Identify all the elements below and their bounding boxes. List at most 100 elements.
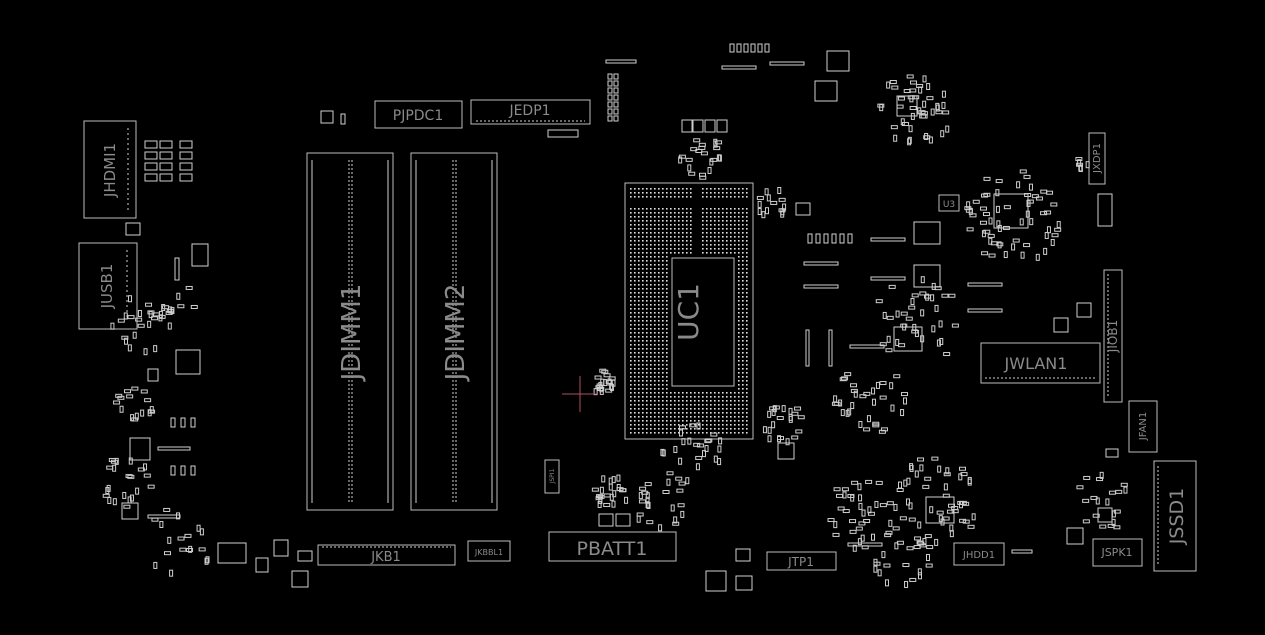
connector-jspi1[interactable]: JSPI1 — [544, 459, 560, 494]
bga-ball — [746, 196, 748, 198]
bga-ball — [666, 244, 668, 246]
connector-jiob1[interactable]: JIOB1 — [1103, 269, 1123, 403]
connector-jkb1[interactable]: JKB1 — [317, 544, 456, 566]
connector-jkbbl1[interactable]: JKBBL1 — [467, 540, 511, 562]
passive — [931, 325, 936, 333]
bga-ball — [730, 252, 732, 254]
passive — [943, 352, 951, 357]
bga-ball — [678, 216, 680, 218]
bga-ball — [674, 228, 676, 230]
bga-ball — [654, 356, 656, 358]
passive — [143, 463, 148, 471]
bga-ball — [646, 232, 648, 234]
passive — [695, 455, 703, 460]
passive — [832, 532, 840, 537]
connector-jtp1[interactable]: JTP1 — [766, 551, 837, 571]
bga-ball — [642, 336, 644, 338]
bga-ball — [634, 424, 636, 426]
bga-ball — [682, 196, 684, 198]
bga-ball — [682, 408, 684, 410]
bga-ball — [650, 404, 652, 406]
passive — [1029, 218, 1034, 226]
connector-jedp1[interactable]: JEDP1 — [470, 99, 591, 125]
bga-ball — [658, 192, 660, 194]
passive — [929, 506, 934, 514]
connector-pjpdc1[interactable]: PJPDC1 — [374, 100, 463, 129]
bga-ball — [682, 248, 684, 250]
bga-ball — [654, 344, 656, 346]
bga-ball — [634, 408, 636, 410]
passive — [638, 499, 646, 504]
connector-jhdmi1[interactable]: JHDMI1 — [83, 120, 137, 219]
connector-jwlan1[interactable]: JWLAN1 — [980, 342, 1101, 384]
bga-ball — [706, 400, 708, 402]
bga-ball — [654, 276, 656, 278]
passive — [122, 491, 127, 499]
passive — [609, 493, 614, 501]
passive — [137, 323, 145, 328]
connector-jspk1[interactable]: JSPK1 — [1092, 538, 1143, 567]
bga-ball — [738, 380, 740, 382]
bga-ball — [646, 272, 648, 274]
passive — [794, 406, 802, 411]
bga-ball — [746, 252, 748, 254]
bga-ball — [714, 404, 716, 406]
bga-ball — [718, 244, 720, 246]
bga-ball — [722, 252, 724, 254]
bga-ball — [742, 244, 744, 246]
passive — [857, 483, 862, 491]
bga-ball — [690, 432, 692, 434]
passive — [926, 83, 931, 91]
passive — [951, 506, 959, 511]
connector-jxdp1[interactable]: JXDP1 — [1088, 132, 1106, 185]
connector-pbatt1[interactable]: PBATT1 — [548, 531, 677, 562]
passive — [920, 276, 925, 284]
bga-ball — [742, 208, 744, 210]
bga-ball — [654, 292, 656, 294]
trace — [967, 282, 1003, 287]
bga-ball — [722, 192, 724, 194]
bga-ball — [746, 244, 748, 246]
bga-ball — [686, 400, 688, 402]
bga-ball — [646, 332, 648, 334]
bga-ball — [670, 224, 672, 226]
dimm-slot-jdimm2[interactable]: JDIMM2 — [410, 152, 498, 511]
bga-ball — [714, 420, 716, 422]
dimm-slot-jdimm1[interactable]: JDIMM1 — [306, 152, 394, 511]
cpu-uc1[interactable]: UC1 — [624, 182, 754, 440]
passive — [715, 140, 723, 145]
bga-ball — [666, 416, 668, 418]
bga-ball — [730, 196, 732, 198]
connector-jusb1[interactable]: JUSB1 — [78, 242, 138, 330]
bga-ball — [746, 260, 748, 262]
bga-ball — [662, 308, 664, 310]
bga-ball — [678, 240, 680, 242]
bga-ball — [642, 380, 644, 382]
passive — [678, 156, 683, 164]
bga-ball — [734, 192, 736, 194]
bga-ball — [726, 244, 728, 246]
bga-ball — [714, 192, 716, 194]
bga-ball — [738, 196, 740, 198]
bga-ball — [678, 424, 680, 426]
bga-ball — [746, 236, 748, 238]
bga-ball — [730, 240, 732, 242]
connector-jssd1[interactable]: JSSD1 — [1153, 460, 1197, 572]
passive — [928, 136, 933, 144]
trace — [803, 284, 839, 289]
passive — [1035, 196, 1043, 201]
connector-jfan1[interactable]: JFAN1 — [1128, 400, 1158, 453]
trace — [847, 542, 883, 547]
resistor — [807, 233, 813, 244]
chip-u3[interactable]: U3 — [938, 194, 960, 212]
passive — [147, 320, 152, 328]
bga-ball — [706, 208, 708, 210]
bga-ball — [718, 188, 720, 190]
bga-ball — [634, 208, 636, 210]
bga-ball — [718, 404, 720, 406]
bga-ball — [674, 400, 676, 402]
bga-ball — [654, 340, 656, 342]
passive — [102, 493, 110, 498]
passive — [166, 308, 174, 313]
connector-jhdd1[interactable]: JHDD1 — [953, 542, 1005, 566]
